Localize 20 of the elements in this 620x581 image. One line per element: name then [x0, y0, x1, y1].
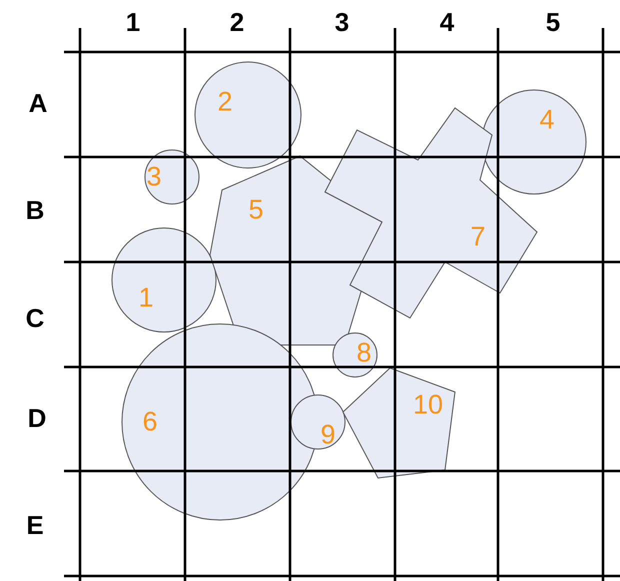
column-label: 4 — [440, 9, 454, 35]
shape-number: 3 — [146, 164, 162, 190]
shape-number: 5 — [248, 196, 264, 224]
column-label: 2 — [230, 9, 244, 35]
column-label: 5 — [546, 9, 560, 35]
row-label: A — [28, 90, 48, 116]
row-label: C — [26, 305, 44, 331]
shape-number: 8 — [356, 340, 372, 366]
column-label: 1 — [126, 9, 140, 35]
shape-number: 7 — [470, 224, 486, 250]
column-label: 3 — [334, 9, 350, 35]
shape-number: 2 — [217, 88, 233, 116]
shape-number: 9 — [320, 422, 336, 448]
shape-number: 4 — [539, 106, 555, 134]
shape-number: 6 — [142, 408, 158, 436]
row-label: E — [26, 512, 44, 538]
row-label: D — [28, 405, 46, 431]
shape-number: 1 — [138, 284, 154, 312]
shape-number: 10 — [412, 392, 444, 418]
row-label: B — [26, 197, 44, 223]
